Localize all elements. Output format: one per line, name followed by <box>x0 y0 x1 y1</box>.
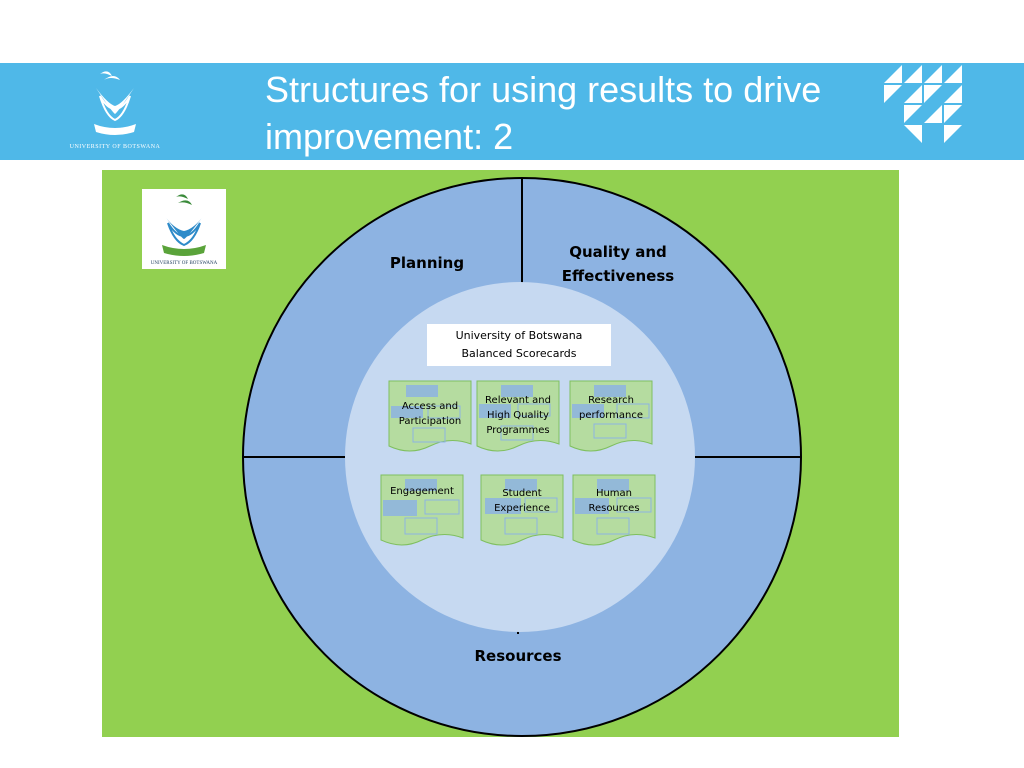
slide-title-line2: improvement: 2 <box>265 116 514 157</box>
card-label-line1: Access and <box>401 401 459 412</box>
panel-logo-caption: UNIVERSITY OF BOTSWANA <box>150 261 218 266</box>
card-label: Student Experience <box>480 486 564 516</box>
triangle-pattern-icon <box>882 63 964 145</box>
scorecard-title-line2: Balanced Scorecards <box>461 347 577 360</box>
card-label-line1: Relevant and <box>485 395 551 406</box>
scorecard-card: Access and Participation <box>388 380 472 454</box>
document-icon <box>388 380 472 452</box>
slide-title-line1: Structures for using results to drive <box>265 69 822 110</box>
slide-title: Structures for using results to drive im… <box>265 66 885 160</box>
card-label: Relevant and High Quality Programmes <box>476 393 560 438</box>
logo-caption: UNIVERSITY OF BOTSWANA <box>69 144 161 150</box>
card-label-line2: performance <box>578 410 644 421</box>
document-icon <box>380 474 464 546</box>
scorecard-card: Student Experience <box>480 474 564 548</box>
card-label-line1: Engagement <box>390 486 454 497</box>
card-label-line1: Human <box>595 488 633 499</box>
scorecard-card: Relevant and High Quality Programmes <box>476 380 560 454</box>
quadrant-label-resources: Resources <box>458 644 578 668</box>
document-icon <box>569 380 653 452</box>
document-icon <box>572 474 656 546</box>
resources-label: Resources <box>474 647 562 665</box>
header-band <box>0 63 1024 160</box>
planning-label: Planning <box>389 254 465 272</box>
document-icon <box>476 380 560 452</box>
scorecard-card: Engagement <box>380 474 464 548</box>
card-label-line2: Resources <box>588 503 640 514</box>
card-label-line2: Participation <box>398 416 462 427</box>
card-label-line1: Research <box>588 395 634 406</box>
inner-circle <box>345 282 695 632</box>
university-crest-icon <box>162 194 206 256</box>
quadrant-label-planning: Planning <box>372 251 482 275</box>
card-label-line1: Student <box>502 488 542 499</box>
card-label-line3: Programmes <box>486 425 550 436</box>
card-label: Research performance <box>569 393 653 423</box>
quality-label-line1: Quality and <box>569 243 667 261</box>
panel-logo: UNIVERSITY OF BOTSWANA <box>142 189 226 269</box>
card-label-line2: Experience <box>494 503 550 514</box>
document-icon <box>480 474 564 546</box>
card-label: Human Resources <box>572 486 656 516</box>
scorecard-card: Human Resources <box>572 474 656 548</box>
scorecard-card: Research performance <box>569 380 653 454</box>
scorecard-title-line1: University of Botswana <box>455 329 583 342</box>
scorecard-title: University of Botswana Balanced Scorecar… <box>427 324 611 366</box>
university-crest-icon <box>94 71 136 135</box>
quality-label-line2: Effectiveness <box>561 267 675 285</box>
card-label: Engagement <box>380 484 464 499</box>
university-logo: UNIVERSITY OF BOTSWANA <box>60 66 170 156</box>
card-label-line2: High Quality <box>487 410 549 421</box>
card-label: Access and Participation <box>388 399 472 429</box>
quadrant-label-quality: Quality and Effectiveness <box>548 240 688 288</box>
